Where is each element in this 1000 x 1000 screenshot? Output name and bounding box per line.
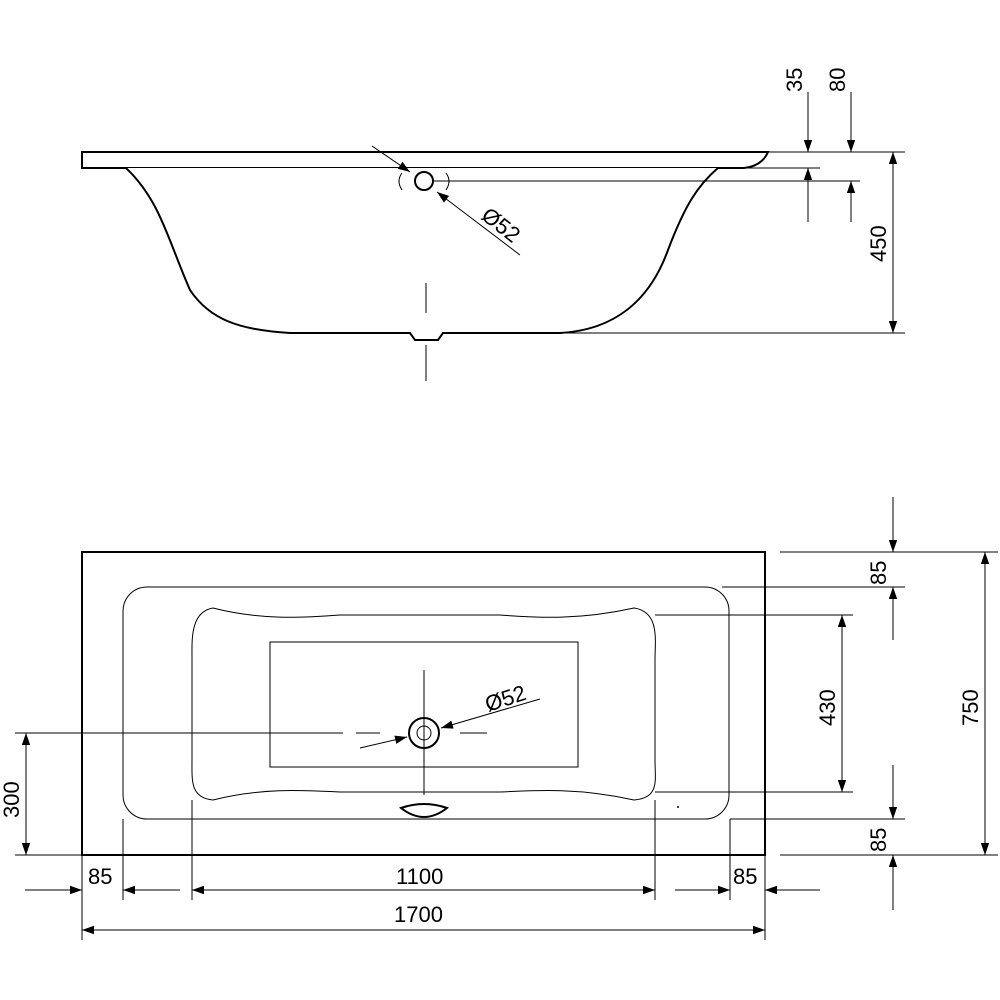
- side-view-tub-body: [125, 167, 719, 341]
- drain-offset-label: 300: [0, 781, 24, 818]
- total-length-label: 1700: [394, 902, 443, 927]
- rim-thickness-label: 35: [782, 68, 807, 92]
- border-right-label: 85: [733, 864, 757, 889]
- top-view-outer-rim: [81, 551, 766, 856]
- inner-width-label: 430: [815, 689, 840, 726]
- total-width-label: 750: [958, 689, 983, 726]
- border-left-label: 85: [88, 864, 112, 889]
- side-view-overflow-hole: [414, 171, 434, 191]
- top-view-inner-basin: [122, 586, 730, 820]
- side-view: Ø52 35 80 450: [81, 68, 905, 381]
- overflow-height-label: 80: [825, 68, 850, 92]
- border-top-label: 85: [866, 561, 891, 585]
- border-bottom-label: 85: [866, 828, 891, 852]
- top-view: Ø52 85 430 750 85 300: [0, 497, 998, 940]
- depth-label: 450: [866, 225, 891, 262]
- drain-diameter-label: Ø52: [482, 680, 529, 717]
- inner-length-label: 1100: [396, 864, 443, 889]
- side-view-rim: [81, 151, 770, 169]
- top-view-floor-contour: [191, 607, 656, 801]
- top-view-overflow: [398, 803, 450, 818]
